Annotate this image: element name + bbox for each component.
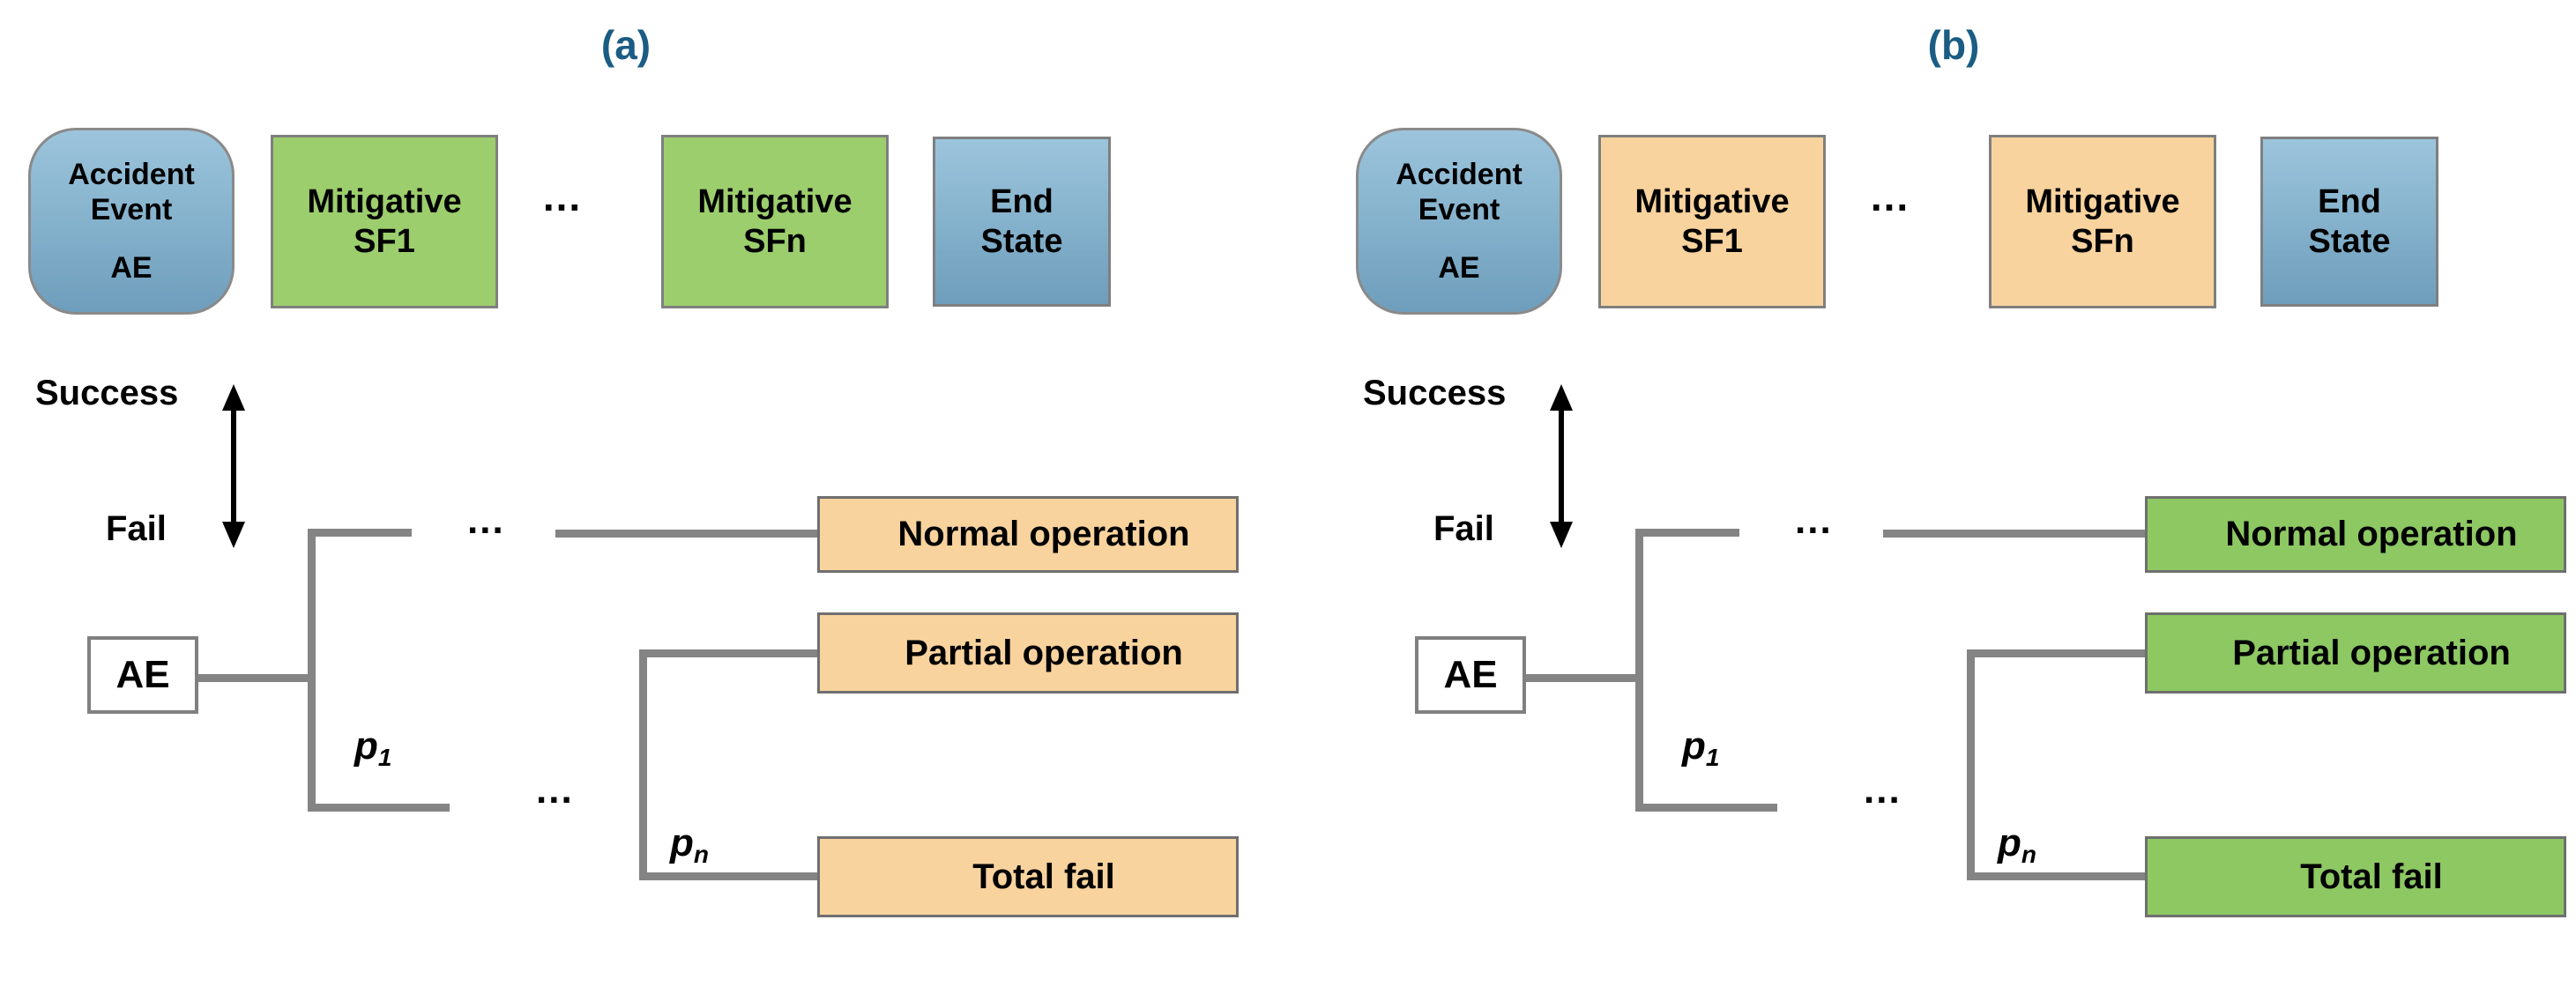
- sf1-line1: Mitigative: [1634, 182, 1790, 220]
- panel-a-title: (a): [600, 22, 651, 68]
- outcome-normal-operation: Normal operation: [817, 496, 1239, 573]
- sfn-line2: SFn: [2071, 222, 2134, 260]
- end-state-line2: State: [980, 222, 1063, 260]
- p1-base: p: [1682, 724, 1706, 768]
- accident-event-node: Accident Event AE: [1356, 128, 1562, 315]
- connector-fail-branch: [1635, 804, 1777, 812]
- p1-base: p: [354, 724, 378, 768]
- accident-event-line1: Accident: [68, 157, 195, 191]
- mitigative-sfn-node: Mitigative SFn: [1989, 135, 2216, 308]
- panel-b-title: (b): [1927, 22, 1980, 68]
- accident-event-line1: Accident: [1396, 157, 1523, 191]
- outcome-label: Normal operation: [897, 515, 1190, 553]
- sfn-line2: SFn: [743, 222, 807, 260]
- fail-label: Fail: [106, 509, 167, 548]
- accident-event-node: Accident Event AE: [28, 128, 235, 315]
- outcome-total-fail: Total fail: [817, 836, 1239, 917]
- connector-ae: [1526, 674, 1642, 682]
- tree-ellipsis-top: ...: [467, 499, 505, 542]
- pn-label: pn: [1998, 821, 2036, 869]
- tree-ellipsis-top: ...: [1795, 499, 1833, 542]
- arrow-down-head: [222, 522, 245, 548]
- connector-branch2-vertical: [1967, 649, 1975, 880]
- sf1-line2: SF1: [354, 222, 415, 260]
- arrow-stem: [1559, 398, 1564, 534]
- outcome-label: Partial operation: [905, 633, 1183, 672]
- mitigative-sf1-node: Mitigative SF1: [1598, 135, 1826, 308]
- connector-success-branch: [1635, 529, 1739, 537]
- connector-to-partial-operation: [1967, 649, 2145, 657]
- connector-success-branch: [308, 529, 412, 537]
- panel-a: (a) Accident Event AE Mitigative SF1 ...…: [0, 0, 1248, 994]
- arrow-down-head: [1550, 522, 1573, 548]
- connector-to-total-fail: [1967, 872, 2145, 880]
- mitigative-sfn-node: Mitigative SFn: [661, 135, 889, 308]
- outcome-label: Total fail: [972, 857, 1115, 896]
- accident-event-line2: Event: [1418, 192, 1500, 226]
- ae-node: AE: [1415, 636, 1526, 714]
- ae-node: AE: [87, 636, 198, 714]
- pn-base: p: [1998, 821, 2021, 864]
- success-label: Success: [35, 374, 179, 412]
- p1-label: p1: [354, 724, 391, 772]
- end-state-node: End State: [933, 137, 1111, 307]
- sfn-line1: Mitigative: [2025, 182, 2180, 220]
- end-state-line2: State: [2308, 222, 2391, 260]
- p1-subscript: 1: [1705, 744, 1720, 771]
- pn-subscript: n: [2021, 841, 2036, 868]
- ae-label: AE: [1443, 653, 1498, 696]
- connector-to-normal-operation: [1883, 530, 2145, 538]
- connector-to-partial-operation: [639, 649, 817, 657]
- outcome-label: Normal operation: [2225, 515, 2518, 553]
- ae-label: AE: [115, 653, 170, 696]
- header-ellipsis: ...: [1870, 174, 1910, 219]
- header-ellipsis: ...: [542, 174, 583, 219]
- connector-fail-branch: [308, 804, 450, 812]
- outcome-partial-operation: Partial operation: [2145, 612, 2566, 694]
- sf1-line2: SF1: [1681, 222, 1743, 260]
- connector-ae: [198, 674, 315, 682]
- outcome-partial-operation: Partial operation: [817, 612, 1239, 694]
- arrow-stem: [231, 398, 236, 534]
- pn-base: p: [670, 821, 694, 864]
- outcome-normal-operation: Normal operation: [2145, 496, 2566, 573]
- sfn-line1: Mitigative: [697, 182, 852, 220]
- panel-b: (b) Accident Event AE Mitigative SF1 ...…: [1328, 0, 2576, 994]
- connector-to-normal-operation: [555, 530, 817, 538]
- tree-ellipsis-bottom: ...: [536, 768, 574, 812]
- pn-subscript: n: [693, 841, 709, 868]
- success-fail-arrow-icon: [1550, 384, 1573, 548]
- accident-event-abbr: AE: [1438, 251, 1480, 286]
- tree-ellipsis-bottom: ...: [1864, 768, 1902, 812]
- outcome-total-fail: Total fail: [2145, 836, 2566, 917]
- sf1-line1: Mitigative: [307, 182, 462, 220]
- outcome-label: Total fail: [2300, 857, 2443, 896]
- accident-event-abbr: AE: [110, 251, 153, 286]
- accident-event-line2: Event: [90, 192, 173, 226]
- end-state-node: End State: [2260, 137, 2438, 307]
- success-label: Success: [1363, 374, 1507, 412]
- end-state-line1: End: [2318, 182, 2381, 220]
- connector-branch1-vertical: [308, 529, 316, 812]
- connector-to-total-fail: [639, 872, 817, 880]
- fail-label: Fail: [1433, 509, 1494, 548]
- end-state-line1: End: [990, 182, 1053, 220]
- p1-label: p1: [1682, 724, 1719, 772]
- mitigative-sf1-node: Mitigative SF1: [271, 135, 498, 308]
- connector-branch1-vertical: [1635, 529, 1643, 812]
- success-fail-arrow-icon: [222, 384, 245, 548]
- outcome-label: Partial operation: [2232, 633, 2511, 672]
- pn-label: pn: [670, 821, 709, 869]
- p1-subscript: 1: [377, 744, 392, 771]
- connector-branch2-vertical: [639, 649, 647, 880]
